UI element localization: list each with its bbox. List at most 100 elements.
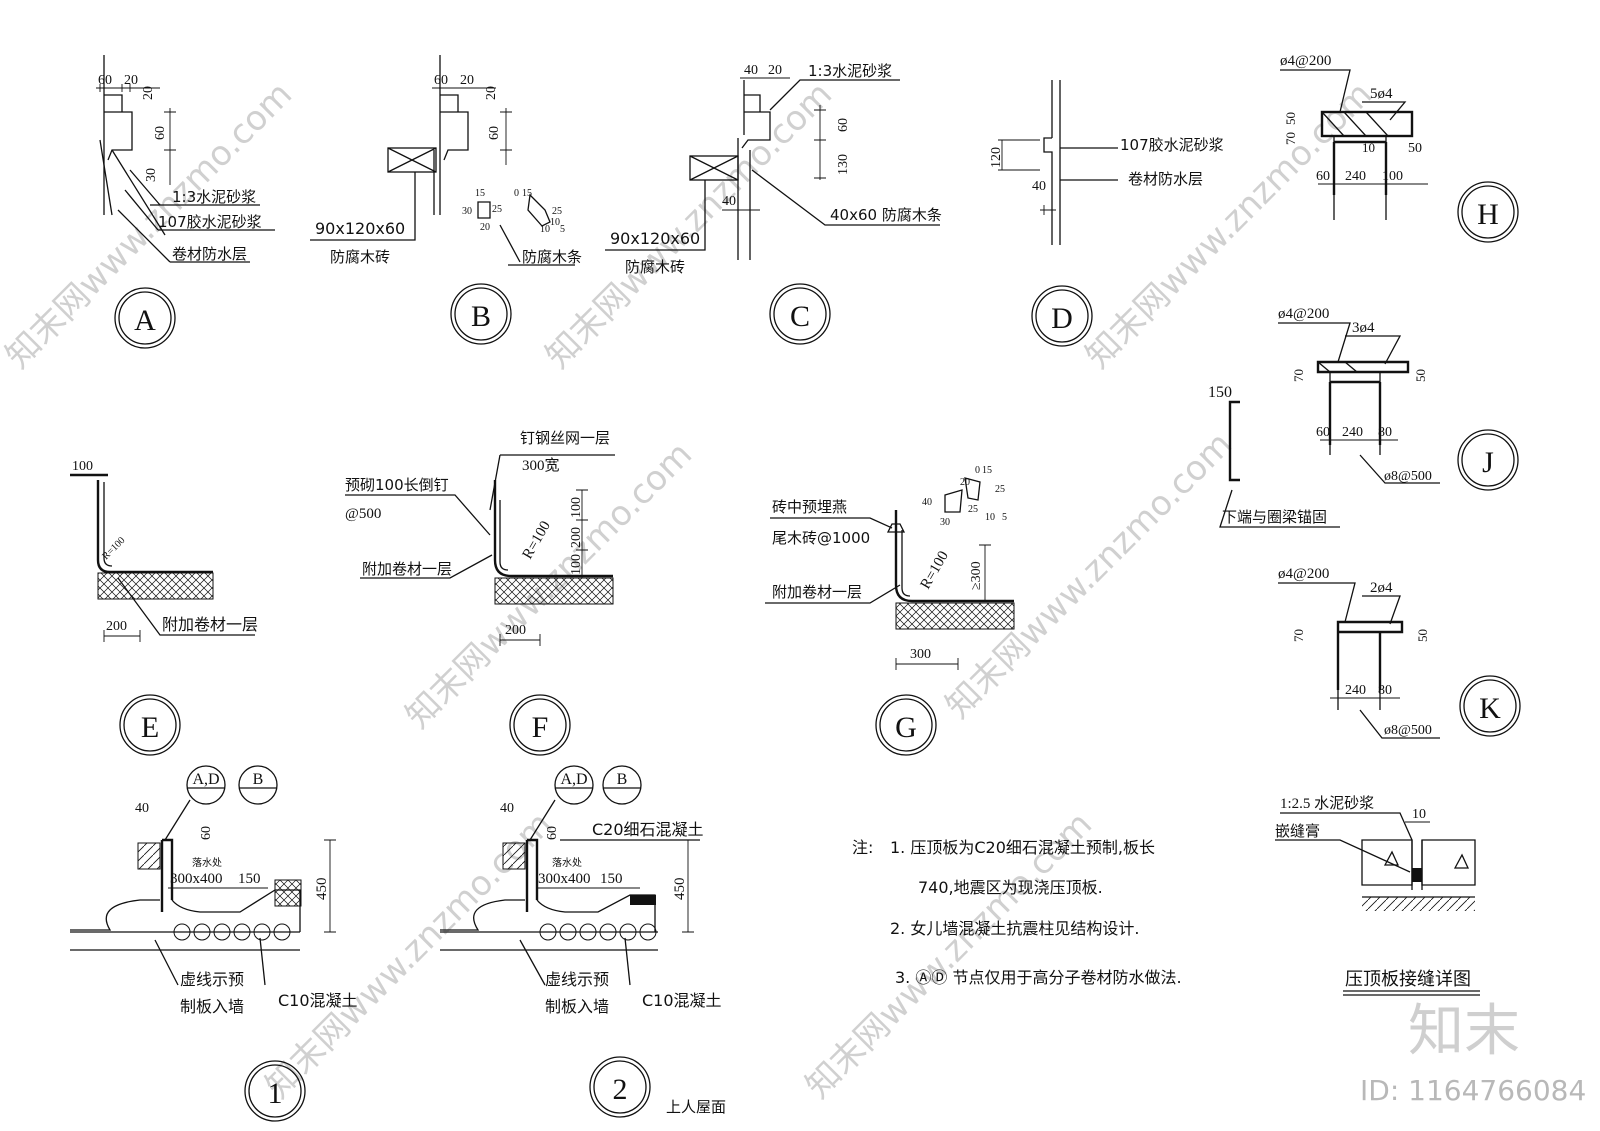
detail-label: A xyxy=(134,304,156,337)
dim: 60 xyxy=(98,73,112,88)
dim: 100 xyxy=(72,459,93,474)
brick-size: 90x120x60 xyxy=(315,219,405,238)
dim: 240 xyxy=(1342,425,1363,440)
detail-c: 40 20 1:3水泥砂浆 60 130 40 40x60 防腐木条 90x12… xyxy=(605,62,942,345)
note: 附加卷材一层 xyxy=(162,615,258,634)
joint-detail: 1:2.5 水泥砂浆 嵌缝膏 10 压顶板接缝详图 xyxy=(1275,794,1480,996)
note: 虚线示预 xyxy=(180,970,244,989)
brick-size: 90x120x60 xyxy=(610,229,700,248)
note: 附加卷材一层 xyxy=(772,583,862,601)
note: 40x60 防腐木条 xyxy=(830,206,942,224)
detail-label: D xyxy=(1051,302,1073,335)
note: 300宽 xyxy=(522,457,560,474)
strip-dim: 30 xyxy=(940,517,950,528)
radius: R=100 xyxy=(918,549,952,592)
dim: 80 xyxy=(1378,425,1392,440)
dim: 300x400 xyxy=(170,871,223,887)
note: 卷材防水层 xyxy=(172,245,247,263)
section-1: A,D B 40 60 落水处 300x400 150 450 虚线示预 制板入… xyxy=(70,765,358,1122)
dim: 30 xyxy=(144,168,159,182)
detail-label: B xyxy=(471,300,491,333)
dim: 40 xyxy=(500,801,514,816)
caption: 上人屋面 xyxy=(666,1098,726,1116)
strip-name: 防腐木条 xyxy=(522,248,582,266)
detail-label: E xyxy=(141,711,159,744)
strip-dim: 15 xyxy=(475,188,485,199)
dim: 70 xyxy=(1283,132,1298,145)
brand-id: ID: 1164766084 xyxy=(1360,1074,1586,1107)
dim: 20 xyxy=(768,63,782,78)
rebar-note: ø4@200 xyxy=(1280,53,1331,69)
note: 砖中预埋燕 xyxy=(772,498,847,516)
note: 尾木砖@1000 xyxy=(772,529,870,547)
dim: 200 xyxy=(505,623,526,638)
rebar-note: ø8@500 xyxy=(1384,469,1432,484)
dim: 300 xyxy=(910,647,931,662)
radius: R=100 xyxy=(520,519,554,562)
dim: 300x400 xyxy=(538,871,591,887)
dim: 60 xyxy=(487,126,502,140)
dim: 200 xyxy=(569,527,584,548)
note: @500 xyxy=(345,506,381,522)
note-item: 740,地震区为现浇压顶板. xyxy=(918,878,1103,897)
dim: 20 xyxy=(141,86,156,100)
detail-label: H xyxy=(1477,198,1499,231)
dim: 60 xyxy=(545,826,560,840)
dim: 150 xyxy=(1208,384,1232,401)
strip-dim: 20 xyxy=(480,222,490,233)
dim: 450 xyxy=(672,878,688,901)
detail-b: 60 20 20 60 90x120x60 防腐木砖 15 30 25 20 0… xyxy=(310,55,582,345)
dim: 100 xyxy=(1382,169,1403,184)
strip-dim: 25 xyxy=(995,484,1005,495)
note: 卷材防水层 xyxy=(1128,170,1203,188)
dim: 450 xyxy=(314,878,330,901)
dim: 120 xyxy=(989,147,1004,168)
ref: A,D xyxy=(560,771,587,788)
note: 钉钢丝网一层 xyxy=(520,429,610,447)
dim: 40 xyxy=(744,63,758,78)
dim: 50 xyxy=(1415,629,1430,642)
note: 虚线示预 xyxy=(545,970,609,989)
strip-dim: 10 xyxy=(985,512,995,523)
strip-dim: 0 xyxy=(975,465,980,476)
dim: 40 xyxy=(722,194,736,209)
dim: 10 xyxy=(1362,140,1375,155)
dim: 20 xyxy=(124,73,138,88)
note: 附加卷材一层 xyxy=(362,560,452,578)
detail-e: 100 R=100 200 附加卷材一层 E xyxy=(70,459,258,756)
detail-label: G xyxy=(895,711,917,744)
rebar-note: 3ø4 xyxy=(1352,320,1375,336)
brand-logo: 知末 xyxy=(1408,999,1520,1064)
joint-mortar: 1:2.5 水泥砂浆 xyxy=(1280,794,1374,812)
dim: 50 xyxy=(1408,141,1422,156)
strip-dim: 0 xyxy=(514,188,519,199)
strip-dim: 20 xyxy=(960,477,970,488)
strip-dim: 15 xyxy=(982,465,992,476)
dim: 20 xyxy=(484,86,499,100)
note: 下端与圈梁锚固 xyxy=(1222,508,1327,526)
note: 107胶水泥砂浆 xyxy=(1120,136,1224,154)
detail-f: 钉钢丝网一层 300宽 预砌100长倒钉 @500 附加卷材一层 R=100 1… xyxy=(345,429,615,756)
notes-lead: 注: xyxy=(852,838,873,857)
detail-j: ø4@200 3ø4 70 50 60 240 80 ø8@500 150 下端… xyxy=(1208,306,1519,528)
dim: 100 xyxy=(569,497,584,518)
note: 1:3水泥砂浆 xyxy=(172,188,256,206)
note: 预砌100长倒钉 xyxy=(345,476,449,494)
dim: 200 xyxy=(106,619,127,634)
dim: 240 xyxy=(1345,683,1366,698)
detail-g: 40 30 0 15 20 25 10 5 25 砖中预埋燕 尾木砖@1000 … xyxy=(765,465,1015,756)
dim: 60 xyxy=(199,826,214,840)
note: 制板入墙 xyxy=(180,997,244,1016)
strip-dim: 10 xyxy=(550,217,560,228)
dim: 150 xyxy=(238,871,261,887)
dim: 100 xyxy=(569,554,584,575)
strip-dim: 25 xyxy=(492,204,502,215)
note: 107胶水泥砂浆 xyxy=(158,213,262,231)
joint-title: 压顶板接缝详图 xyxy=(1345,969,1471,990)
strip-dim: 5 xyxy=(560,224,565,235)
dim: 50 xyxy=(1413,369,1428,382)
strip-dim: 15 xyxy=(522,188,532,199)
dim: 60 xyxy=(434,73,448,88)
joint-sealant: 嵌缝膏 xyxy=(1275,822,1320,840)
note: 制板入墙 xyxy=(545,997,609,1016)
